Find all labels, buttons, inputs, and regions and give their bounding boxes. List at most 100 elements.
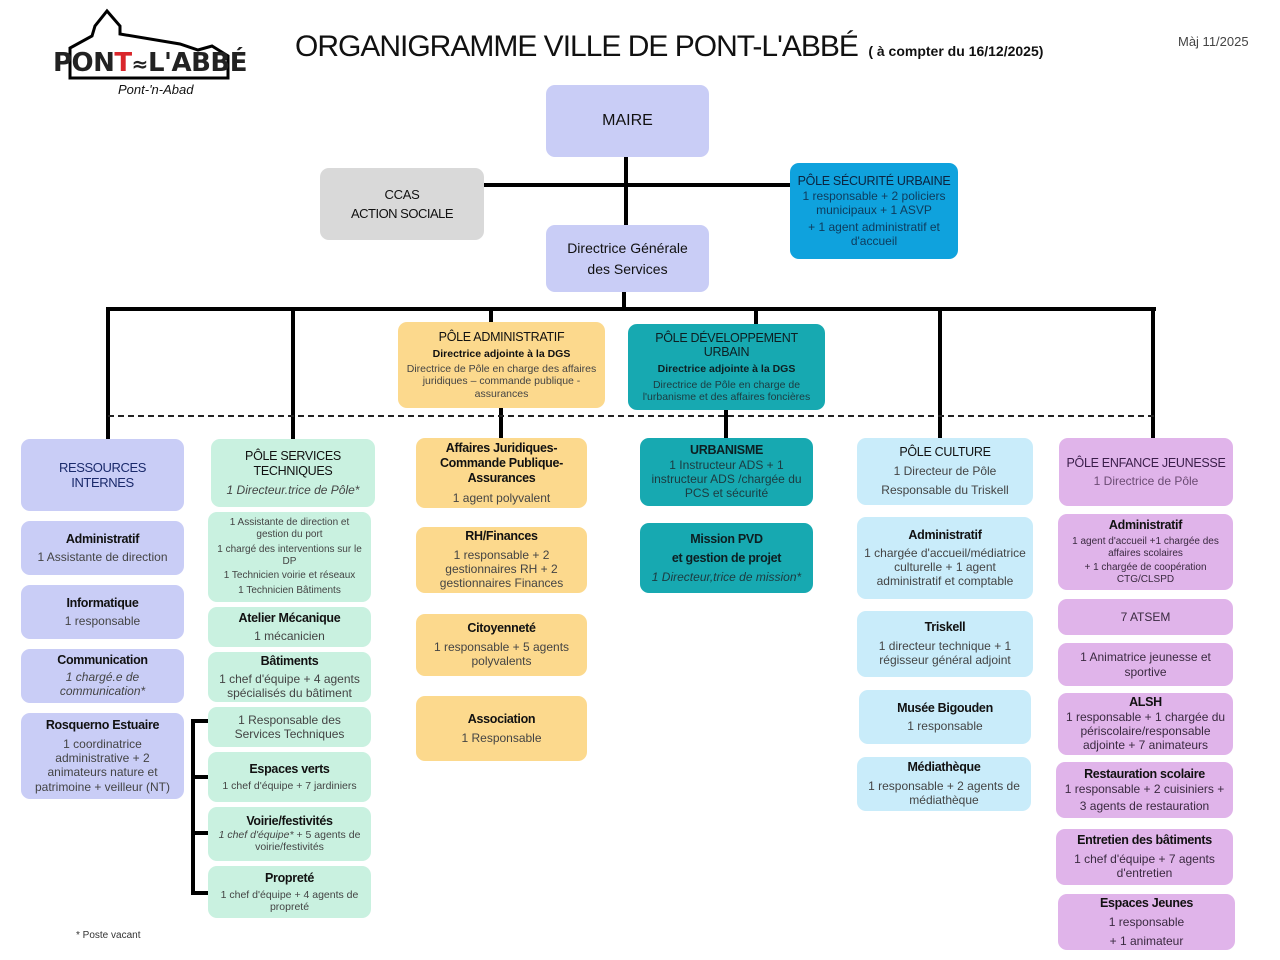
ressources-internes-title: RESSOURCES INTERNES	[58, 459, 147, 490]
affaires-juridiques-box[interactable]: Affaires Juridiques-Commande Publique-As…	[416, 438, 587, 508]
pole-developpement-title: PÔLE DÉVELOPPEMENT URBAIN	[655, 330, 798, 360]
atelier-mecanique-box[interactable]: Atelier Mécanique 1 mécanicien	[208, 607, 371, 647]
unit-staff: 1 Instructeur ADS + 1 instructeur ADS /c…	[651, 458, 802, 501]
animatrice-jeunesse-box[interactable]: 1 Animatrice jeunesse et sportive	[1058, 643, 1233, 686]
unit-title: Espaces Jeunes	[1099, 895, 1194, 910]
unit-title: Musée Bigouden	[897, 700, 993, 715]
ccas-box[interactable]: CCAS ACTION SOCIALE	[320, 168, 484, 240]
pole-enfance-director: 1 Directrice de Pôle	[1093, 474, 1199, 489]
pole-administratif-box[interactable]: PÔLE ADMINISTRATIF Directrice adjointe à…	[398, 322, 605, 408]
ressources-rosquerno-box[interactable]: Rosquerno Estuaire 1 coordinatrice admin…	[21, 713, 184, 799]
espaces-jeunes-box[interactable]: Espaces Jeunes 1 responsable + 1 animate…	[1058, 894, 1235, 950]
connector-line	[622, 290, 626, 310]
pole-enfance-jeunesse-box[interactable]: PÔLE ENFANCE JEUNESSE 1 Directrice de Pô…	[1059, 438, 1233, 506]
town-hall-logo-icon	[68, 8, 230, 80]
pole-administratif-title: PÔLE ADMINISTRATIF	[438, 329, 565, 344]
dgs-box[interactable]: Directrice Générale des Services	[546, 225, 709, 292]
logo: PONT≈L'ABBÉ Pont-'n-Abad	[50, 8, 247, 103]
entretien-batiments-box[interactable]: Entretien des bâtiments 1 chef d'équipe …	[1056, 829, 1233, 885]
unit-staff: 1 directeur technique + 1 régisseur géné…	[878, 639, 1012, 668]
pole-culture-box[interactable]: PÔLE CULTURE 1 Directeur de Pôle Respons…	[857, 438, 1033, 505]
maire-label: MAIRE	[602, 111, 653, 129]
pole-culture-director: 1 Directeur de Pôle	[893, 464, 997, 479]
staff-line: 1 Assistante de direction et gestion du …	[229, 517, 350, 540]
vacant-chef-equipe: 1 chef d'équipe*	[218, 829, 294, 841]
unit-title: Entretien des bâtiments	[1077, 833, 1212, 848]
connector-line	[482, 183, 794, 187]
connector-line	[291, 307, 295, 440]
restauration-scolaire-box[interactable]: Restauration scolaire 1 responsable + 2 …	[1056, 762, 1233, 818]
unit-staff: 1 responsable	[64, 613, 141, 628]
pole-administratif-role: Directrice adjointe à la DGS	[432, 347, 571, 360]
maire-box[interactable]: MAIRE	[546, 85, 709, 157]
pole-services-techniques-director: 1 Directeur.trice de Pôle*	[226, 482, 360, 497]
ccas-label: CCAS	[384, 187, 420, 203]
unit-staff: 1 Responsable des Services Techniques	[234, 712, 345, 741]
pole-developpement-role: Directrice adjointe à la DGS	[657, 363, 796, 376]
connector-line	[938, 307, 942, 440]
unit-title: ALSH	[1129, 695, 1162, 710]
pole-services-techniques-box[interactable]: PÔLE SERVICES TECHNIQUES 1 Directeur.tri…	[211, 439, 375, 507]
espaces-verts-box[interactable]: Espaces verts 1 chef d'équipe + 7 jardin…	[208, 752, 371, 802]
enfance-administratif-box[interactable]: Administratif 1 agent d'accueil +1 charg…	[1058, 514, 1233, 590]
rh-finances-box[interactable]: RH/Finances 1 responsable + 2 gestionnai…	[416, 527, 587, 593]
unit-staff: 1 chef d'équipe* + 5 agents de voirie/fe…	[214, 829, 365, 854]
connector-line	[1151, 307, 1155, 440]
ressources-informatique-box[interactable]: Informatique 1 responsable	[21, 585, 184, 639]
unit-title: Médiathèque	[907, 760, 981, 775]
techniques-staff-box[interactable]: 1 Assistante de direction et gestion du …	[208, 512, 371, 602]
unit-title: Espaces verts	[249, 761, 330, 776]
dgs-label: Directrice Générale	[567, 239, 688, 256]
culture-administratif-box[interactable]: Administratif 1 chargée d'accueil/médiat…	[857, 517, 1033, 599]
unit-staff: 1 responsable	[1108, 914, 1185, 929]
unit-title: Informatique	[66, 596, 139, 611]
ressources-administratif-box[interactable]: Administratif 1 Assistante de direction	[21, 521, 184, 575]
pole-securite-box[interactable]: PÔLE SÉCURITÉ URBAINE 1 responsable + 2 …	[790, 163, 958, 259]
unit-staff: 1 Animatrice jeunesse et sportive	[1080, 650, 1211, 679]
association-box[interactable]: Association 1 Responsable	[416, 696, 587, 761]
unit-title: Communication	[57, 653, 148, 668]
mission-pvd-box[interactable]: Mission PVD et gestion de projet 1 Direc…	[640, 523, 813, 593]
unit-staff: 1 Assistante de direction	[37, 549, 168, 564]
alsh-box[interactable]: ALSH 1 responsable + 1 chargée du périsc…	[1058, 693, 1233, 755]
batiments-box[interactable]: Bâtiments 1 chef d'équipe + 4 agents spé…	[208, 652, 371, 702]
unit-staff-2: 3 agents de restauration	[1079, 798, 1210, 813]
unit-staff: 1 responsable + 2 gestionnaires RH + 2 g…	[439, 548, 564, 591]
ressources-internes-box[interactable]: RESSOURCES INTERNES	[21, 439, 184, 511]
unit-staff: 1 chef d'équipe + 4 agents de propreté	[220, 888, 359, 913]
atsem-box[interactable]: 7 ATSEM	[1058, 599, 1233, 635]
unit-staff-rest: + 5 agents de voirie/festivités	[255, 829, 361, 854]
unit-title: Restauration scolaire	[1084, 766, 1205, 781]
unit-staff: 1 chargé.e de communication*	[59, 670, 146, 699]
unit-staff: 1 Responsable	[461, 730, 542, 745]
connector-line	[754, 307, 758, 325]
connector-line	[624, 155, 628, 227]
logo-name-left: PON	[53, 48, 115, 78]
proprete-box[interactable]: Propreté 1 chef d'équipe + 4 agents de p…	[208, 866, 371, 918]
unit-title: Mission PVD	[690, 532, 763, 547]
pole-developpement-box[interactable]: PÔLE DÉVELOPPEMENT URBAIN Directrice adj…	[628, 324, 825, 410]
unit-staff: 1 chef d'équipe + 7 jardiniers	[222, 779, 357, 792]
voirie-festivites-box[interactable]: Voirie/festivités 1 chef d'équipe* + 5 a…	[208, 807, 371, 861]
musee-bigouden-box[interactable]: Musée Bigouden 1 responsable	[859, 690, 1031, 744]
citoyennete-box[interactable]: Citoyenneté 1 responsable + 5 agents pol…	[416, 614, 587, 676]
ressources-communication-box[interactable]: Communication 1 chargé.e de communicatio…	[21, 649, 184, 703]
unit-staff: 1 mécanicien	[254, 628, 325, 643]
unit-staff: 1 Directeur,trice de mission*	[651, 569, 802, 584]
update-date: Màj 11/2025	[1178, 34, 1249, 49]
pole-enfance-title: PÔLE ENFANCE JEUNESSE	[1066, 455, 1226, 470]
unit-title: Atelier Mécanique	[238, 611, 341, 626]
unit-staff: 1 chef d'équipe + 7 agents d'entretien	[1074, 852, 1215, 881]
dgs-sublabel: des Services	[587, 260, 668, 277]
responsable-services-techniques-box[interactable]: 1 Responsable des Services Techniques	[208, 707, 371, 747]
triskell-box[interactable]: Triskell 1 directeur technique + 1 régis…	[857, 611, 1033, 677]
urbanisme-box[interactable]: URBANISME 1 Instructeur ADS + 1 instruct…	[640, 438, 813, 506]
mediatheque-box[interactable]: Médiathèque 1 responsable + 2 agents de …	[857, 757, 1031, 811]
logo-tagline: Pont-'n-Abad	[118, 82, 194, 97]
unit-title: URBANISME	[690, 443, 763, 458]
unit-title: Bâtiments	[260, 653, 319, 668]
unit-title: Administratif	[65, 532, 140, 547]
unit-title: Citoyenneté	[467, 621, 536, 636]
unit-title: Association	[467, 712, 536, 727]
connector-line	[106, 307, 110, 440]
